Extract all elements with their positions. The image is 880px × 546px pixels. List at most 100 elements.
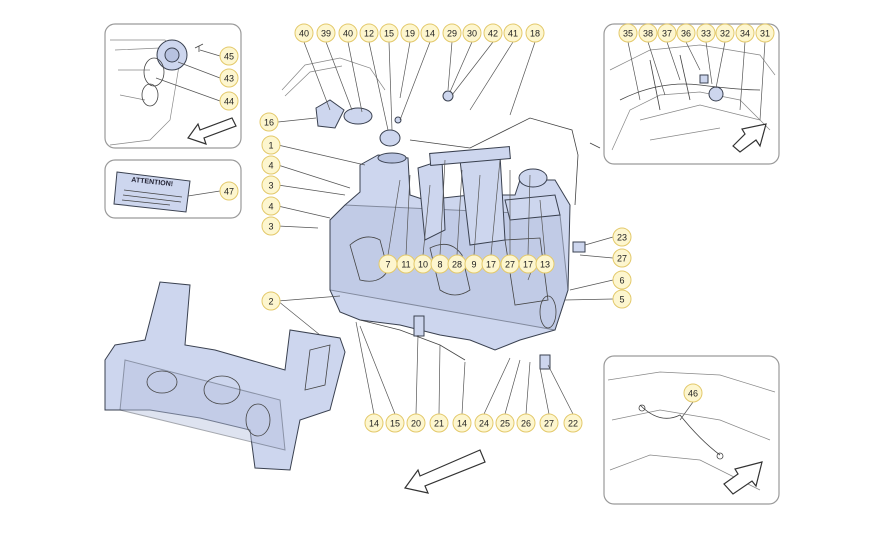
callout-number: 4	[268, 161, 273, 171]
callout-number: 32	[720, 29, 730, 39]
callout-c12: 12	[359, 23, 379, 43]
callout-c10: 10	[413, 254, 433, 274]
callout-c41: 41	[503, 23, 523, 43]
callout-c32: 32	[715, 23, 735, 43]
warning-plate-title: ATTENTION!	[131, 177, 173, 188]
callout-c4a: 4	[261, 155, 281, 175]
callout-c27a: 27	[500, 254, 520, 274]
callout-number: 17	[486, 260, 496, 270]
callout-number: 33	[701, 29, 711, 39]
callout-number: 31	[760, 29, 770, 39]
callout-circle	[316, 23, 336, 43]
callout-number: 7	[385, 260, 390, 270]
callout-circle	[516, 413, 536, 433]
callout-circle	[442, 23, 462, 43]
callout-c22: 22	[563, 413, 583, 433]
callout-c7: 7	[378, 254, 398, 274]
callout-c4b: 4	[261, 196, 281, 216]
callout-c8: 8	[430, 254, 450, 274]
callout-c33: 33	[696, 23, 716, 43]
callout-number: 30	[467, 29, 477, 39]
callout-circle	[261, 196, 281, 216]
callout-c15b: 15	[385, 413, 405, 433]
inset-wiring	[603, 355, 780, 505]
callout-number: 15	[390, 419, 400, 429]
callout-number: 36	[681, 29, 691, 39]
lower-shield	[104, 281, 346, 471]
callout-circle	[696, 23, 716, 43]
callout-c20: 20	[406, 413, 426, 433]
callout-c14a: 14	[420, 23, 440, 43]
callout-circle	[219, 46, 239, 66]
callout-circle	[462, 23, 482, 43]
callout-circle	[261, 291, 281, 311]
callout-number: 34	[740, 29, 750, 39]
callout-number: 45	[224, 52, 234, 62]
callout-circle	[429, 413, 449, 433]
callout-c3b: 3	[261, 216, 281, 236]
callout-c38: 38	[638, 23, 658, 43]
callout-circle	[525, 23, 545, 43]
callout-c21: 21	[429, 413, 449, 433]
callout-circle	[715, 23, 735, 43]
callout-number: 3	[268, 222, 273, 232]
callout-circle	[400, 23, 420, 43]
callout-number: 28	[452, 260, 462, 270]
callout-c30: 30	[462, 23, 482, 43]
callout-c15a: 15	[379, 23, 399, 43]
callout-c19: 19	[400, 23, 420, 43]
callout-circle	[219, 68, 239, 88]
callout-number: 38	[643, 29, 653, 39]
callout-number: 15	[384, 29, 394, 39]
callout-number: 39	[321, 29, 331, 39]
callout-circle	[495, 413, 515, 433]
callout-circle	[261, 175, 281, 195]
callout-circle	[379, 23, 399, 43]
callout-circle	[683, 383, 703, 403]
callout-circle	[612, 227, 632, 247]
callout-c6: 6	[612, 270, 632, 290]
callout-c44: 44	[219, 91, 239, 111]
inset-warning-label: ATTENTION!	[104, 159, 242, 219]
fuel-tank-assembly	[281, 57, 601, 370]
callout-number: 35	[623, 29, 633, 39]
callout-c16: 16	[259, 112, 279, 132]
callout-number: 12	[364, 29, 374, 39]
callout-c36: 36	[676, 23, 696, 43]
callout-c45: 45	[219, 46, 239, 66]
callout-c29: 29	[442, 23, 462, 43]
callout-circle	[261, 155, 281, 175]
callout-circle	[219, 181, 239, 201]
callout-c40a: 40	[294, 23, 314, 43]
callout-number: 37	[662, 29, 672, 39]
callout-c26: 26	[516, 413, 536, 433]
callout-circle	[618, 23, 638, 43]
callout-circle	[481, 254, 501, 274]
callout-number: 11	[401, 260, 410, 270]
callout-circle	[219, 91, 239, 111]
callout-circle	[612, 248, 632, 268]
callout-number: 3	[268, 181, 273, 191]
callout-number: 16	[264, 118, 274, 128]
callout-c25: 25	[495, 413, 515, 433]
callout-number: 27	[544, 419, 554, 429]
callout-circle	[755, 23, 775, 43]
callout-number: 42	[488, 29, 498, 39]
callout-number: 8	[437, 260, 442, 270]
callout-number: 23	[617, 233, 627, 243]
callout-number: 18	[530, 29, 540, 39]
callout-number: 19	[405, 29, 415, 39]
callout-c42: 42	[483, 23, 503, 43]
callout-c2: 2	[261, 291, 281, 311]
callout-circle	[676, 23, 696, 43]
callout-number: 27	[617, 254, 627, 264]
callout-c43: 43	[219, 68, 239, 88]
callout-circle	[385, 413, 405, 433]
callout-number: 43	[224, 74, 234, 84]
callout-c3a: 3	[261, 175, 281, 195]
callout-number: 14	[369, 419, 379, 429]
callout-c34: 34	[735, 23, 755, 43]
callout-c35: 35	[618, 23, 638, 43]
